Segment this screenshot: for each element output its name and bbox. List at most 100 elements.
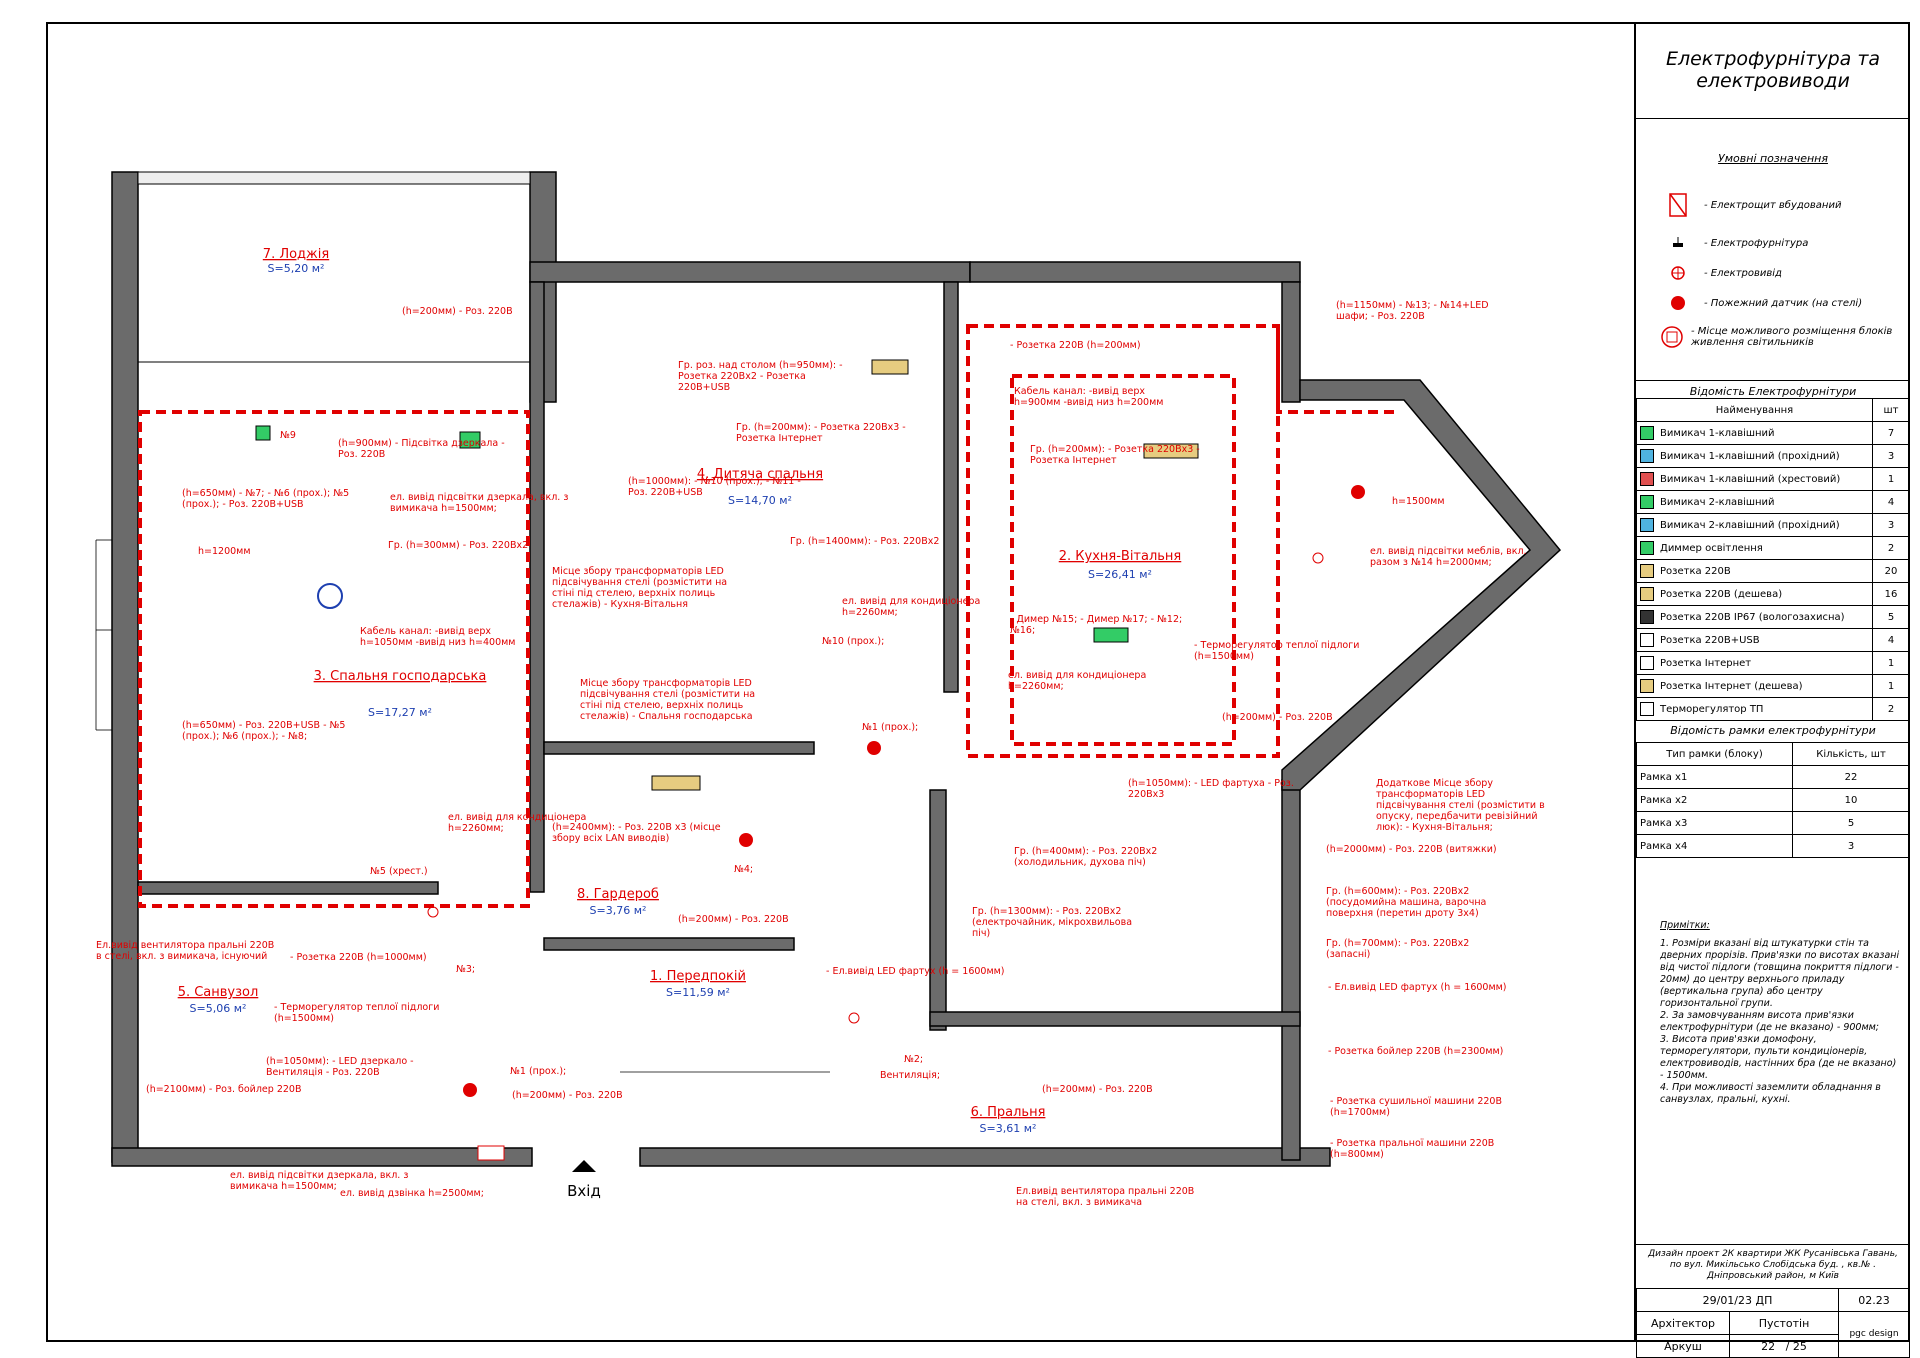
frame-type: Рамка х4 [1636,834,1793,858]
wall-kitchen-lower [929,789,947,1031]
led-zone-corridor [1276,326,1400,414]
electric-outlet-point-icon [848,1012,860,1024]
fittings-col-name: Найменування [1636,398,1873,422]
fitting-qty: 7 [1872,421,1910,445]
frames-table: Тип рамки (блоку) Кількість, шт Рамка х1… [1636,742,1910,858]
fitting-swatch-icon [1640,518,1654,532]
wall-group [111,171,1331,1167]
room-label-kitchen: 2. Кухня-Вітальня [1059,549,1182,564]
fitting-qty: 1 [1872,674,1910,698]
wall-kitchen-right [1281,281,1301,403]
fitting-name: Вимикач 1-клавішний (прохідний) [1660,451,1840,462]
room-label-bedroom: 3. Спальня господарська [314,669,487,684]
wall-bedroom-right [529,281,545,893]
room-label-laundry: 6. Пральня [971,1105,1046,1120]
frame-qty: 5 [1792,811,1910,835]
fitting-qty: 1 [1872,467,1910,491]
ceiling-light-icon [317,583,343,609]
frame-type: Рамка х2 [1636,788,1793,812]
room-label-bathroom: 5. Санвузол [178,985,259,1000]
fittings-row: Вимикач 2-клавішний (прохідний) 3 [1636,513,1910,537]
fitting-name: Розетка Інтернет (дешева) [1660,681,1803,692]
led-zone-kitchen-inner [1010,374,1236,746]
electric-panel-icon [477,1145,505,1161]
fitting-name: Диммер освітлення [1660,543,1763,554]
fitting-qty: 1 [1872,651,1910,675]
title-panel: Електрофурнітура та електровиводи Умовні… [1634,22,1910,1358]
note-line: 1. Розміри вказані від штукатурки стін т… [1660,938,1900,1009]
stamp-table: 29/01/23 ДП 02.23 Архітектор Пустотін pg… [1636,1288,1910,1358]
electric-fitting-icon [1660,232,1696,254]
fitting-qty: 2 [1872,536,1910,560]
stamp-date: 29/01/23 ДП [1636,1288,1839,1312]
wall-wardrobe-bottom [543,937,795,951]
fittings-row: Розетка Інтернет (дешева) 1 [1636,674,1910,698]
fittings-row: Вимикач 1-клавішний 7 [1636,421,1910,445]
switch-icon [255,425,271,441]
note-line: 4. При можливості заземлити обладнання в… [1660,1082,1881,1105]
room-area-laundry: S=3,61 м² [980,1122,1037,1135]
fittings-row: Вимикач 1-клавішний (хрестовий) 1 [1636,467,1910,491]
electric-outlet-point-icon [1312,552,1324,564]
fitting-swatch-icon [1640,587,1654,601]
frames-col-type: Тип рамки (блоку) [1636,742,1793,766]
frame-type: Рамка х3 [1636,811,1793,835]
fire-sensor-icon [739,833,753,847]
fitting-name: Вимикач 1-клавішний (хрестовий) [1660,474,1841,485]
fixture-group [255,359,1365,1161]
led-zone-kitchen-outer [966,324,1280,758]
fitting-qty: 16 [1872,582,1910,606]
wall-laundry-right [1281,779,1301,1161]
fitting-qty: 5 [1872,605,1910,629]
fitting-name: Терморегулятор ТП [1660,704,1764,715]
note-line: 2. За замовчуванням висота прив'язки еле… [1660,1010,1879,1033]
wall-bottom-right [639,1147,1331,1167]
fittings-row: Диммер освітлення 2 [1636,536,1910,560]
frames-heading: Відомість рамки електрофурнітури [1670,724,1876,737]
dimension-lines [95,539,830,1073]
entrance-label: Вхід [567,1182,601,1200]
electric-panel-icon [1660,193,1696,217]
fitting-swatch-icon [1640,702,1654,716]
logo-icon: pgc design [1838,1311,1910,1358]
wall-kid-right [943,281,959,693]
fitting-name: Розетка 220В [1660,566,1731,577]
fitting-name: Вимикач 2-клавішний (прохідний) [1660,520,1840,531]
stamp-role-architect: Архітектор [1636,1311,1730,1335]
room-label-loggia: 7. Лоджія [263,247,329,262]
sheet-title: Електрофурнітура та електровиводи [1636,22,1910,119]
fitting-qty: 3 [1872,513,1910,537]
legend-item: - Електрофурнітура [1660,232,1808,254]
fittings-heading: Відомість Електрофурнітури [1636,380,1910,398]
fire-sensor-icon [463,1083,477,1097]
fitting-swatch-icon [1640,472,1654,486]
frame-qty: 10 [1792,788,1910,812]
fire-sensor-icon [1660,292,1696,314]
wall-top-mid [529,261,971,283]
fire-sensor-icon [1351,485,1365,499]
frame-qty: 3 [1792,834,1910,858]
room-label-wardrobe: 8. Гардероб [577,887,659,902]
socket-block-icon [1143,443,1199,459]
legend-item: - Електровивід [1660,262,1782,284]
fitting-name: Вимикач 1-клавішний [1660,428,1775,439]
led-zones [138,324,1400,908]
switch-icon [459,431,481,449]
wall-bottom-left [111,1147,533,1167]
fittings-row: Вимикач 1-клавішний (прохідний)3 [1636,444,1910,468]
fitting-swatch-icon [1640,679,1654,693]
legend-heading: Умовні позначення [1718,152,1828,165]
fittings-col-qty: шт [1872,398,1910,422]
wall-wardrobe-top [543,741,815,755]
socket-block-icon [651,775,701,791]
room-label-kids: 4. Дитяча спальня [697,467,823,482]
room-area-wardrobe: S=3,76 м² [590,904,647,917]
